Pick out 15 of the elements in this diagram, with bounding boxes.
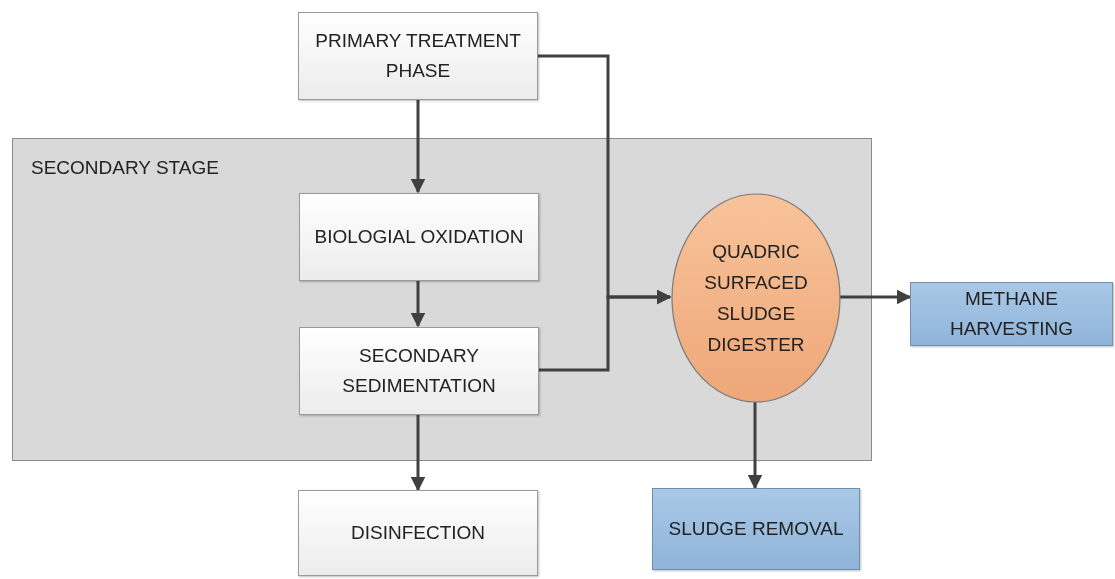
- arrow: [410, 100, 426, 194]
- process-box: SLUDGE REMOVAL: [652, 488, 860, 570]
- panel-title: SECONDARY STAGE: [31, 157, 219, 179]
- arrow: [747, 402, 763, 490]
- process-box: DISINFECTION: [298, 490, 538, 576]
- process-box: PRIMARY TREATMENT PHASE: [298, 12, 538, 100]
- arrow: [840, 289, 912, 305]
- process-box: METHANE HARVESTING: [910, 282, 1113, 346]
- process-box: BIOLOGIAL OXIDATION: [299, 193, 539, 281]
- arrow: [410, 280, 426, 328]
- digester-label: QUADRIC SURFACED SLUDGE DIGESTER: [703, 240, 809, 357]
- arrow: [538, 289, 672, 372]
- arrow: [410, 414, 426, 492]
- process-box: SECONDARY SEDIMENTATION: [299, 327, 539, 415]
- stage-panel: [12, 138, 872, 461]
